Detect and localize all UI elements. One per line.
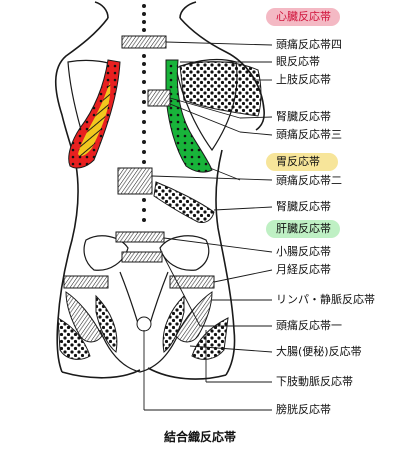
label-large-intestine-zone: 大腸(便秘)反応帯: [276, 345, 362, 358]
stomach-zone: [78, 82, 111, 156]
leader-lines: [143, 41, 273, 411]
label-headache-zone-3: 頭痛反応帯三: [276, 128, 342, 141]
label-headache-zone-2: 頭痛反応帯二: [276, 174, 342, 187]
liver-zone: [165, 59, 213, 173]
label-small-intestine-zone: 小腸反応帯: [276, 245, 331, 258]
label-lymph-vein-zone: リンパ・静脈反応帯: [276, 293, 375, 306]
highlight-heart: [266, 8, 340, 26]
body-outline: [54, 1, 265, 380]
headache-zones: [115, 35, 171, 263]
label-menstrual-zone: 月経反応帯: [276, 263, 331, 276]
label-liver-zone: 肝臓反応帯: [276, 222, 331, 235]
label-headache-zone-4: 頭痛反応帯四: [276, 38, 342, 51]
label-stomach-zone: 胃反応帯: [276, 155, 320, 168]
label-heart-zone: 心臓反応帯: [276, 10, 331, 23]
label-arm-zone: 上肢反応帯: [276, 73, 331, 86]
label-kidney-zone-2: 腎臓反応帯: [276, 200, 331, 213]
heart-zone: [68, 59, 121, 169]
figure-caption: 結合織反応帯: [163, 430, 236, 444]
label-eye-zone: 眼反応帯: [276, 55, 320, 68]
pelvic-zones: [57, 275, 229, 360]
label-leg-artery-zone: 下肢動脈反応帯: [276, 375, 353, 388]
label-bladder-zone: 膀胱反応帯: [276, 403, 331, 416]
highlight-stomach: [266, 153, 338, 171]
highlight-liver: [266, 220, 340, 238]
label-headache-zone-1: 頭痛反応帯一: [276, 319, 342, 332]
arm-zone: [179, 61, 262, 117]
kidney-zone: [153, 181, 215, 223]
label-kidney-zone-1: 腎臓反応帯: [276, 110, 331, 123]
